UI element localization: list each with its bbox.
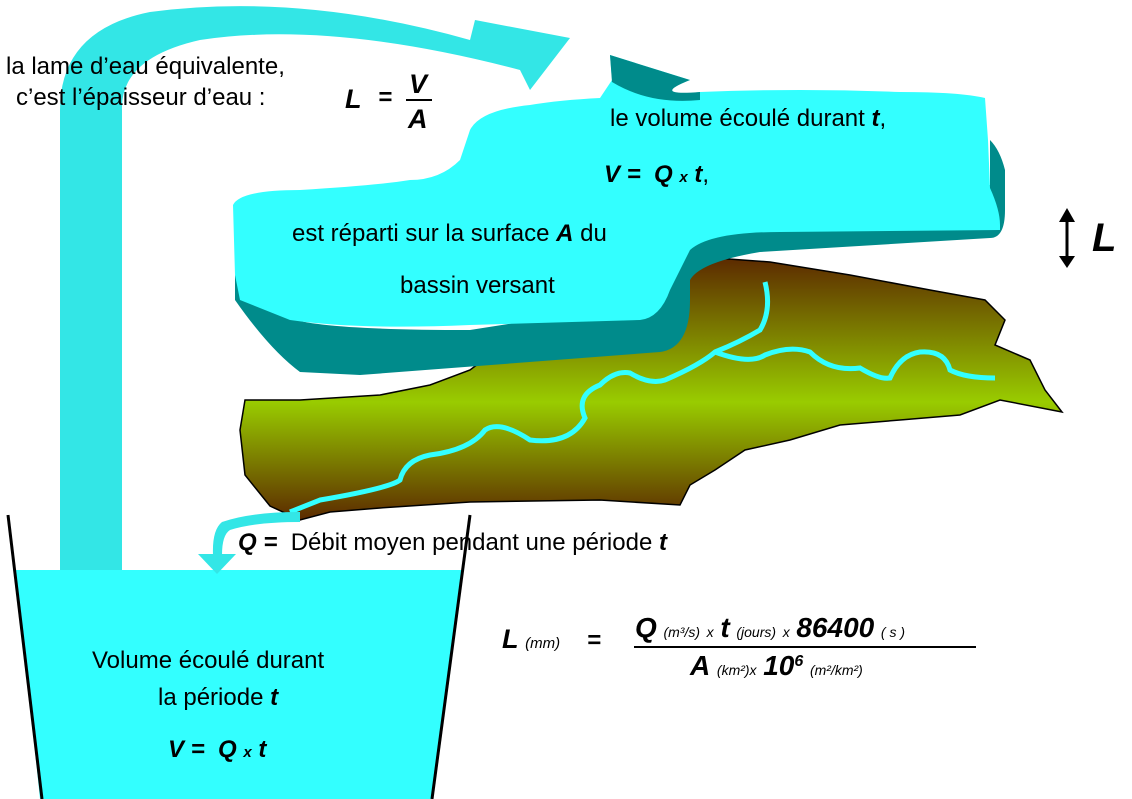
slab-line-1: le volume écoulé durant t, [610, 107, 886, 131]
slab-line-3-text: est réparti sur la surface [292, 220, 557, 247]
slab-line-1-comma: , [879, 105, 887, 132]
bucket-Q: Q [218, 736, 237, 763]
flow-equals: = [263, 529, 278, 556]
definition-formula-equals: = [378, 84, 393, 111]
formula-denominator: A (km²)x 106 (m²/km²) [690, 652, 863, 680]
bucket-water [16, 570, 462, 799]
formula-L: L [502, 624, 519, 654]
bucket-V: V [168, 736, 185, 763]
water-slab-side [235, 140, 1005, 375]
slab-V: V [604, 161, 621, 188]
return-arrow [60, 6, 570, 580]
formula-equals: = [586, 627, 601, 654]
definition-fraction-bar [406, 99, 432, 101]
definition-line-2: c’est l’épaisseur d’eau : [16, 84, 266, 111]
flow-label: Q = Débit moyen pendant une période t [238, 531, 667, 555]
slab-line-3: est réparti sur la surface A du [292, 222, 607, 246]
formula-x2: x [782, 624, 790, 640]
flow-Q: Q [238, 529, 257, 556]
bucket-x: x [243, 744, 252, 761]
definition-denominator: A [408, 104, 428, 134]
formula-t-unit: (jours) [736, 624, 777, 640]
definition-numerator: V [409, 69, 428, 99]
water-slab-rim [610, 55, 700, 101]
bucket-line-2-t: t [270, 684, 279, 711]
slab-comma: , [702, 161, 710, 188]
bucket-wall-right [430, 514, 472, 799]
flow-text: Débit moyen pendant une période [290, 529, 659, 556]
thickness-label: L [1092, 216, 1117, 260]
flow-arrow-head [198, 554, 236, 574]
slab-equals: = [626, 161, 641, 188]
definition-formula-L: L [345, 84, 362, 114]
formula-lhs: L (mm) = [502, 626, 601, 653]
formula-Q: Q [635, 612, 657, 643]
slab-line-2: V = Q x t, [604, 163, 709, 187]
river [289, 281, 996, 515]
slab-t: t [694, 161, 703, 188]
formula-L-unit: (mm) [525, 635, 561, 652]
bucket-t: t [258, 736, 267, 763]
formula-ten: 10 [763, 650, 795, 681]
formula-numerator: Q (m³/s) x t (jours) x 86400 ( s ) [635, 614, 905, 642]
formula-conv-unit: (m²/km²) [809, 662, 863, 678]
formula-A: A [690, 650, 711, 681]
flow-arrow [212, 512, 300, 555]
formula-seconds: 86400 [796, 612, 875, 643]
slab-Q: Q [654, 161, 673, 188]
formula-exp: 6 [794, 653, 804, 670]
slab-line-4: bassin versant [400, 272, 555, 299]
slab-x: x [679, 169, 688, 186]
formula-A-unit: (km²)x [716, 662, 757, 678]
slab-line-1-t: t [871, 105, 880, 132]
slab-line-3-du: du [573, 220, 607, 247]
bucket-equals: = [190, 736, 205, 763]
formula-seconds-unit: ( s ) [880, 624, 906, 640]
formula-Q-unit: (m³/s) [663, 624, 700, 640]
bucket-line-2: la période t [158, 686, 278, 710]
slab-line-1-text: le volume écoulé durant [610, 105, 872, 132]
bucket-line-1: Volume écoulé durant [92, 647, 325, 674]
formula-t: t [720, 612, 730, 643]
bucket-line-3: V = Q x t [168, 738, 266, 762]
thickness-arrow-icon [1059, 208, 1075, 268]
bucket-wall-left [6, 514, 44, 799]
slab-line-3-A: A [556, 220, 574, 247]
formula-x1: x [706, 624, 714, 640]
flow-t: t [658, 529, 667, 556]
formula-fraction-bar [634, 646, 976, 648]
water-slab-top [233, 55, 1000, 327]
bucket-line-2-text: la période [158, 684, 271, 711]
definition-line-1: la lame d’eau équivalente, [6, 53, 285, 80]
